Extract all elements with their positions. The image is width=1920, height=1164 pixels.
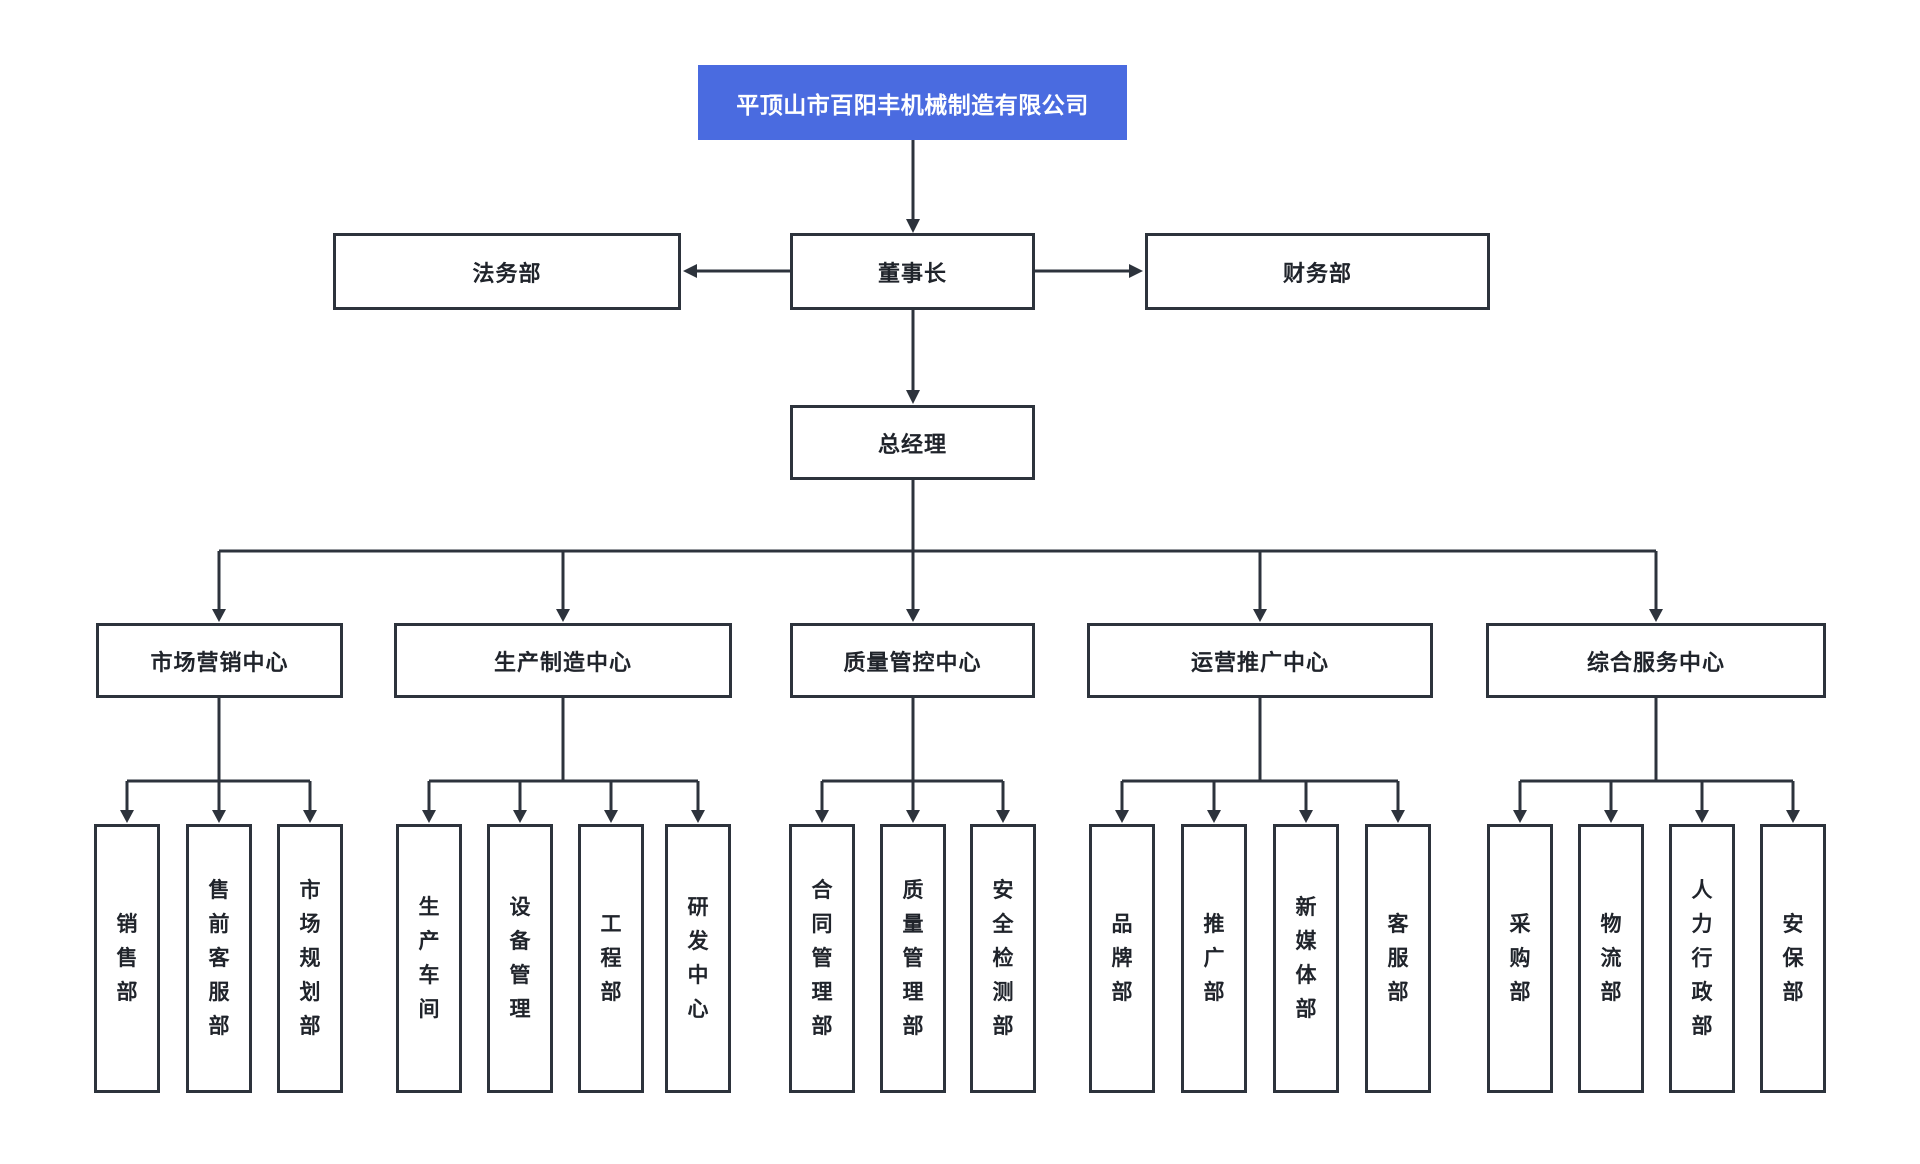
- dept-label: 安全检测部: [992, 878, 1014, 1038]
- dept-label: 新媒体部: [1295, 895, 1317, 1021]
- node-legal-dept: 法务部: [333, 233, 681, 310]
- node-quality-management-dept: 质量管理部: [880, 824, 946, 1093]
- dept-label: 物流部: [1600, 912, 1622, 1004]
- node-engineering-dept: 工程部: [578, 824, 644, 1093]
- node-finance-dept: 财务部: [1145, 233, 1490, 310]
- node-presales-service-dept: 售前客服部: [186, 824, 252, 1093]
- dept-label: 生产车间: [418, 895, 440, 1021]
- node-sales-dept: 销售部: [94, 824, 160, 1093]
- dept-label: 销售部: [116, 912, 138, 1004]
- node-production-workshop: 生产车间: [396, 824, 462, 1093]
- node-logistics-dept: 物流部: [1578, 824, 1644, 1093]
- dept-label: 质量管理部: [902, 878, 924, 1038]
- node-hr-admin-dept: 人力行政部: [1669, 824, 1735, 1093]
- node-services-center: 综合服务中心: [1486, 623, 1826, 698]
- node-security-dept: 安保部: [1760, 824, 1826, 1093]
- dept-label: 安保部: [1782, 912, 1804, 1004]
- node-contract-management-dept: 合同管理部: [789, 824, 855, 1093]
- dept-label: 工程部: [600, 912, 622, 1004]
- node-brand-dept: 品牌部: [1089, 824, 1155, 1093]
- dept-label: 客服部: [1387, 912, 1409, 1004]
- node-safety-inspection-dept: 安全检测部: [970, 824, 1036, 1093]
- dept-label: 推广部: [1203, 912, 1225, 1004]
- node-marketing-center: 市场营销中心: [96, 623, 343, 698]
- node-new-media-dept: 新媒体部: [1273, 824, 1339, 1093]
- node-promotion-dept: 推广部: [1181, 824, 1247, 1093]
- node-market-planning-dept: 市场规划部: [277, 824, 343, 1093]
- dept-label: 人力行政部: [1691, 878, 1713, 1038]
- node-quality-center: 质量管控中心: [790, 623, 1035, 698]
- node-general-manager: 总经理: [790, 405, 1035, 480]
- dept-label: 设备管理: [509, 895, 531, 1021]
- node-equipment-management: 设备管理: [487, 824, 553, 1093]
- node-customer-service-dept: 客服部: [1365, 824, 1431, 1093]
- dept-label: 研发中心: [687, 895, 709, 1021]
- node-rd-center: 研发中心: [665, 824, 731, 1093]
- dept-label: 合同管理部: [811, 878, 833, 1038]
- dept-label: 品牌部: [1111, 912, 1133, 1004]
- node-procurement-dept: 采购部: [1487, 824, 1553, 1093]
- node-operations-center: 运营推广中心: [1087, 623, 1433, 698]
- node-production-center: 生产制造中心: [394, 623, 732, 698]
- dept-label: 售前客服部: [208, 878, 230, 1038]
- dept-label: 市场规划部: [299, 878, 321, 1038]
- node-company-title: 平顶山市百阳丰机械制造有限公司: [698, 65, 1127, 140]
- dept-label: 采购部: [1509, 912, 1531, 1004]
- node-chairman: 董事长: [790, 233, 1035, 310]
